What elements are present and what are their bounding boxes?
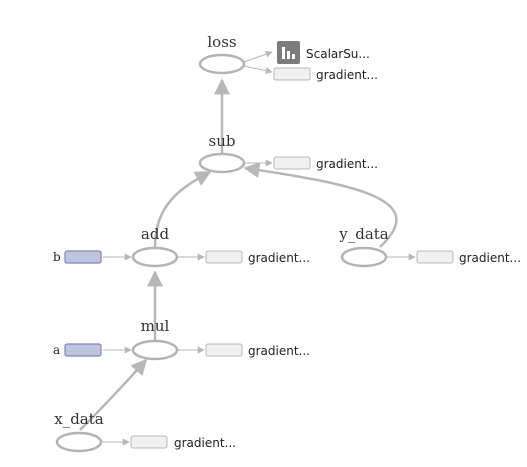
gradient-label-mul: gradient... — [248, 344, 310, 358]
variable-b-label: b — [53, 250, 61, 264]
gradient-box[interactable] — [130, 435, 168, 449]
node-mul[interactable]: mul — [131, 317, 179, 361]
gradient-box[interactable] — [205, 343, 243, 357]
gradient-box[interactable] — [205, 250, 243, 264]
summary-node[interactable]: ScalarSu... — [277, 41, 370, 64]
node-add-ellipse[interactable] — [131, 246, 179, 268]
node-mul-label: mul — [141, 317, 170, 335]
variable-b-box[interactable] — [64, 250, 102, 264]
node-x-data[interactable]: x_data — [54, 410, 104, 453]
node-x-data-label: x_data — [54, 410, 104, 428]
variable-a-box[interactable] — [64, 343, 102, 357]
edges — [79, 50, 416, 446]
node-sub[interactable]: sub — [198, 132, 246, 174]
gradient-label-add: gradient... — [248, 251, 310, 265]
gradient-node-x-data[interactable]: gradient... — [130, 435, 236, 450]
gradient-node-mul[interactable]: gradient... — [205, 343, 310, 358]
node-x-data-ellipse[interactable] — [55, 431, 103, 453]
bar-chart-icon[interactable] — [277, 41, 300, 64]
edge-add-to-sub — [153, 170, 212, 248]
node-loss-ellipse[interactable] — [198, 53, 246, 75]
gradient-node-y-data[interactable]: gradient... — [416, 250, 521, 265]
gradient-box[interactable] — [273, 156, 311, 170]
gradient-label-loss: gradient... — [316, 68, 378, 82]
node-loss-label: loss — [207, 33, 236, 51]
gradient-box[interactable] — [416, 250, 454, 264]
node-sub-label: sub — [209, 132, 236, 150]
gradient-node-loss[interactable]: gradient... — [273, 67, 378, 82]
gradient-label-x-data: gradient... — [174, 436, 236, 450]
gradient-box[interactable] — [273, 67, 311, 81]
node-mul-ellipse[interactable] — [131, 339, 179, 361]
summary-label: ScalarSu... — [306, 47, 370, 61]
node-sub-ellipse[interactable] — [198, 152, 246, 174]
edge-loss-to-summary — [243, 50, 273, 63]
edge-y-data-to-sub — [243, 162, 398, 248]
node-y-data[interactable]: y_data — [338, 225, 389, 268]
variable-b[interactable]: b — [53, 250, 102, 264]
node-add[interactable]: add — [131, 225, 179, 268]
gradient-node-sub[interactable]: gradient... — [273, 156, 378, 171]
gradient-node-add[interactable]: gradient... — [205, 250, 310, 265]
gradient-label-sub: gradient... — [316, 157, 378, 171]
node-y-data-label: y_data — [338, 225, 389, 243]
variable-a[interactable]: a — [53, 343, 102, 357]
edge-loss-to-gradient — [243, 65, 273, 75]
node-add-label: add — [141, 225, 170, 243]
gradient-label-y-data: gradient... — [459, 251, 521, 265]
node-loss[interactable]: loss — [198, 33, 246, 75]
edge-x-data-to-mul — [79, 358, 148, 431]
variable-a-label: a — [53, 343, 60, 357]
node-y-data-ellipse[interactable] — [340, 246, 388, 268]
